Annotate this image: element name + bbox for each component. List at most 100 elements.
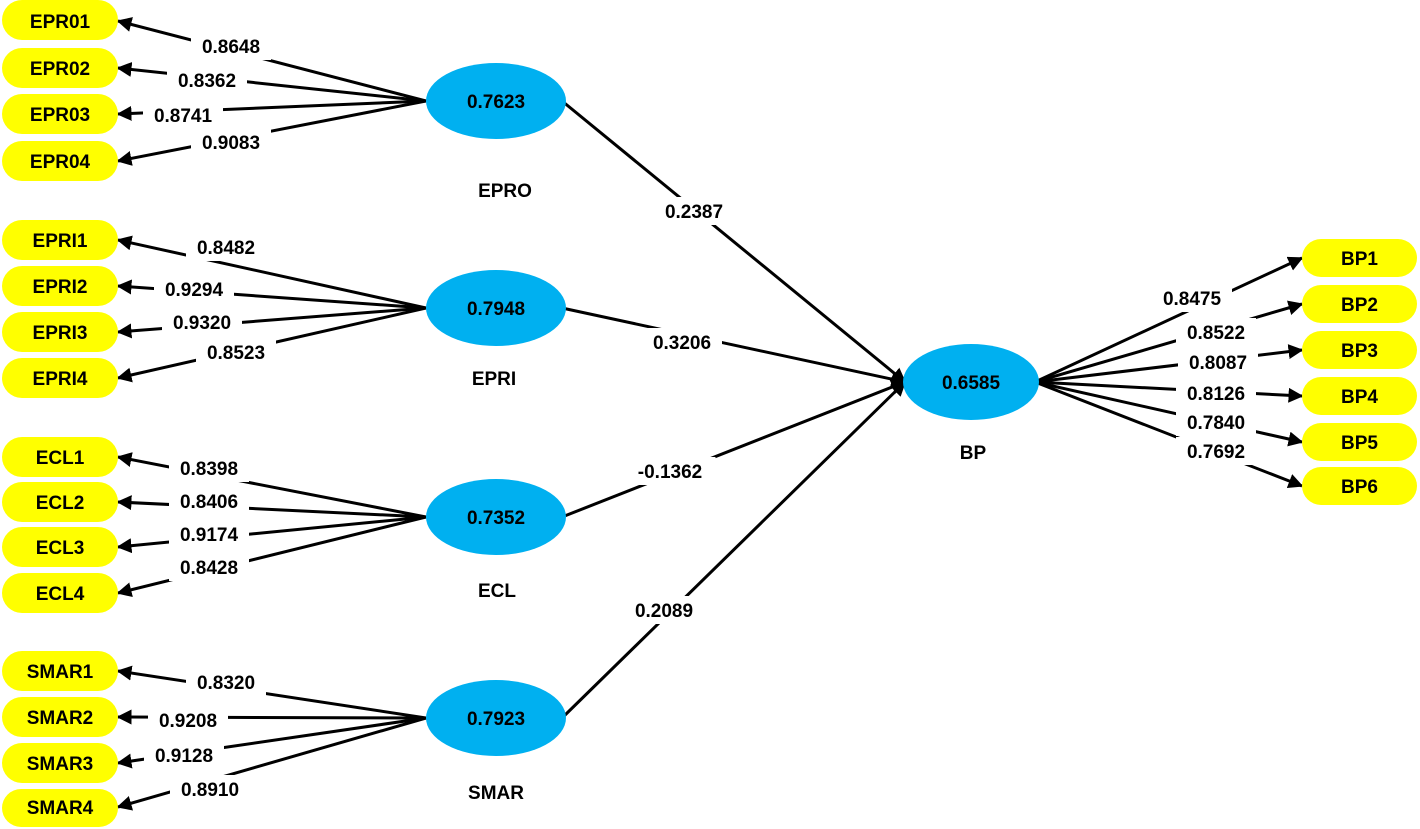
loading-edge-bp3: [1034, 344, 1304, 384]
indicator-ecl3[interactable]: ECL3: [2, 527, 118, 567]
indicator-smar1[interactable]: SMAR1: [2, 651, 118, 691]
loading-label-smar1: 0.8320: [186, 668, 266, 696]
indicator-smar4[interactable]: SMAR4: [2, 789, 118, 827]
loading-label-ecl3-text: 0.9174: [180, 525, 239, 546]
indicator-epri2[interactable]: EPRI2: [2, 266, 118, 306]
indicator-bp6[interactable]: BP6: [1302, 467, 1417, 505]
path-coefficient-smar: 0.2089: [624, 596, 704, 624]
indicator-label: EPRI2: [33, 277, 88, 298]
indicator-label: SMAR3: [27, 754, 94, 775]
loading-label-bp1-text: 0.8475: [1163, 289, 1222, 310]
indicator-bp2[interactable]: BP2: [1302, 285, 1417, 323]
indicator-epr01[interactable]: EPR01: [2, 0, 118, 40]
indicator-label: EPR03: [30, 105, 90, 126]
loading-label-epri1: 0.8482: [186, 233, 266, 261]
indicator-epr03[interactable]: EPR03: [2, 94, 118, 134]
loading-label-bp5: 0.7840: [1176, 408, 1256, 436]
indicator-label: BP6: [1341, 477, 1378, 498]
loading-label-smar3-text: 0.9128: [155, 746, 213, 767]
indicator-smar2[interactable]: SMAR2: [2, 697, 118, 737]
loading-label-smar2: 0.9208: [148, 706, 228, 734]
loading-label-smar4: 0.8910: [170, 775, 250, 803]
loading-edge-epri1: [116, 235, 427, 310]
latent-value: 0.7948: [467, 299, 525, 320]
latent-value: 0.7923: [467, 709, 525, 730]
indicator-label: SMAR4: [27, 798, 94, 819]
loading-label-ecl4: 0.8428: [169, 553, 249, 581]
path-edge-epro-bp: [561, 99, 907, 384]
loading-edge-epr01: [116, 17, 427, 103]
loading-edge-bp5: [1034, 380, 1304, 447]
loading-label-epri3: 0.9320: [162, 308, 242, 336]
loading-label-bp3-text: 0.8087: [1189, 353, 1247, 374]
indicator-bp3[interactable]: BP3: [1302, 331, 1417, 369]
indicator-label: ECL3: [36, 538, 85, 559]
loading-label-epri4: 0.8523: [196, 338, 276, 366]
indicator-epr02[interactable]: EPR02: [2, 48, 118, 88]
indicator-label: EPR04: [30, 152, 91, 173]
indicator-label: EPR02: [30, 59, 90, 80]
indicator-epri1[interactable]: EPRI1: [2, 220, 118, 260]
loading-label-epr02-text: 0.8362: [178, 71, 236, 92]
indicator-label: EPRI4: [33, 369, 88, 390]
loading-label-bp6: 0.7692: [1176, 437, 1256, 465]
indicator-label: EPRI1: [33, 231, 88, 252]
indicator-ecl1[interactable]: ECL1: [2, 437, 118, 477]
indicator-label: SMAR2: [27, 708, 94, 729]
loading-edge-bp4: [1034, 380, 1304, 403]
loading-label-ecl2-text: 0.8406: [180, 492, 238, 513]
loading-edge-epr02: [116, 61, 427, 103]
loading-label-bp2-text: 0.8522: [1187, 323, 1245, 344]
loading-label-smar3: 0.9128: [144, 741, 224, 769]
loading-label-smar1-text: 0.8320: [197, 673, 255, 694]
indicator-ecl2[interactable]: ECL2: [2, 482, 118, 522]
loading-label-epr03: 0.8741: [143, 101, 223, 129]
indicator-label: ECL2: [36, 493, 85, 514]
latent-name: SMAR: [468, 783, 524, 804]
loading-label-epr04-text: 0.9083: [202, 133, 260, 154]
indicator-bp1[interactable]: BP1: [1302, 239, 1417, 277]
indicator-bp4[interactable]: BP4: [1302, 377, 1417, 415]
indicator-label: BP2: [1341, 295, 1378, 316]
path-coefficient-smar-text: 0.2089: [635, 601, 693, 622]
loading-label-ecl4-text: 0.8428: [180, 558, 238, 579]
indicator-smar3[interactable]: SMAR3: [2, 743, 118, 783]
indicator-label: EPRI3: [33, 323, 88, 344]
indicator-label: SMAR1: [27, 662, 94, 683]
loading-edge-epr04: [116, 99, 427, 166]
loading-label-epr02: 0.8362: [167, 66, 247, 94]
indicator-epri4[interactable]: EPRI4: [2, 358, 118, 398]
path-coefficient-epri-text: 0.3206: [653, 333, 711, 354]
indicator-bp5[interactable]: BP5: [1302, 423, 1417, 461]
indicator-ecl4[interactable]: ECL4: [2, 573, 118, 613]
indicator-label: BP5: [1341, 433, 1378, 454]
loading-label-epri2: 0.9294: [154, 275, 234, 303]
path-coefficient-epro-text: 0.2387: [665, 202, 723, 223]
loading-label-bp5-text: 0.7840: [1187, 413, 1245, 434]
loading-edge-bp6: [1034, 380, 1304, 489]
indicator-label: BP3: [1341, 341, 1378, 362]
loading-label-epri4-text: 0.8523: [207, 343, 265, 364]
indicator-label: ECL1: [36, 448, 85, 469]
loading-label-ecl1-text: 0.8398: [180, 459, 238, 480]
latent-value: 0.7352: [467, 508, 525, 529]
latent-value: 0.7623: [467, 92, 525, 113]
indicator-epr04[interactable]: EPR04: [2, 141, 118, 181]
loading-label-epr03-text: 0.8741: [154, 106, 213, 127]
path-edge-epri-bp: [561, 306, 907, 387]
loading-edge-bp1: [1034, 256, 1304, 384]
loading-label-epri2-text: 0.9294: [165, 280, 224, 301]
latent-name: ECL: [478, 581, 516, 602]
loading-label-epr01: 0.8648: [191, 32, 271, 60]
indicator-epri3[interactable]: EPRI3: [2, 312, 118, 352]
loading-label-bp6-text: 0.7692: [1187, 442, 1245, 463]
latent-name: EPRI: [472, 369, 516, 390]
loading-label-bp4-text: 0.8126: [1187, 384, 1245, 405]
loading-label-epri1-text: 0.8482: [197, 238, 255, 259]
